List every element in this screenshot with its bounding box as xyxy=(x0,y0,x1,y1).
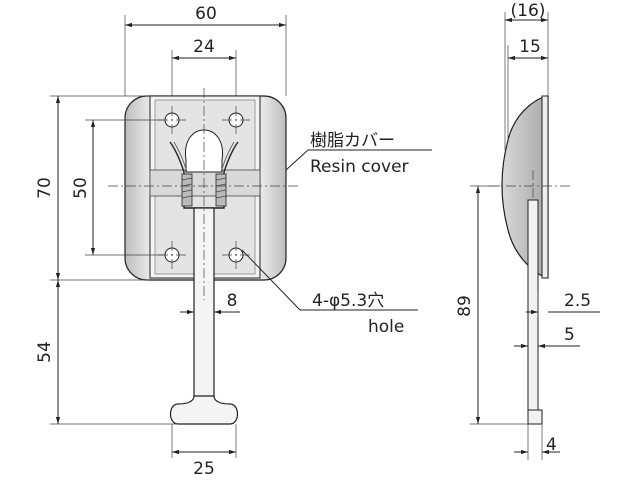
lever-handle xyxy=(169,395,239,425)
side-lever xyxy=(527,199,539,423)
dim-handle-width: 25 xyxy=(193,459,215,479)
dim-offset-b: 5 xyxy=(564,325,575,345)
side-view: (16) 15 89 2.5 5 4 xyxy=(455,1,600,460)
callout-hole-spec: 4-φ5.3穴 xyxy=(312,291,384,311)
callout-resin-cover-en: Resin cover xyxy=(310,157,409,177)
side-cover-profile xyxy=(501,95,549,279)
dim-thickness: 4 xyxy=(546,435,557,455)
coil-spring-right xyxy=(215,173,227,207)
callout-resin-cover-jp: 樹脂カバー xyxy=(310,131,395,151)
dim-overall-height: 70 xyxy=(35,177,55,199)
callout-hole-en: hole xyxy=(368,317,404,337)
dim-total-height: 89 xyxy=(455,295,475,317)
dim-offset-a: 2.5 xyxy=(564,291,591,311)
dim-overall-width: 60 xyxy=(195,4,217,24)
front-view: 60 24 70 50 54 8 25 樹脂カバー Resin cover xyxy=(35,4,432,479)
hinge-strip xyxy=(149,169,261,197)
side-base-plate xyxy=(541,95,549,279)
dim-lever-length: 54 xyxy=(35,341,55,363)
dim-overall-depth: (16) xyxy=(511,1,546,21)
dim-lever-width: 8 xyxy=(227,291,238,311)
dim-hole-spacing-vertical: 50 xyxy=(71,177,91,199)
dim-hole-spacing-horizontal: 24 xyxy=(193,37,215,57)
dim-base-depth: 15 xyxy=(519,37,541,57)
coil-spring-left xyxy=(181,173,193,207)
